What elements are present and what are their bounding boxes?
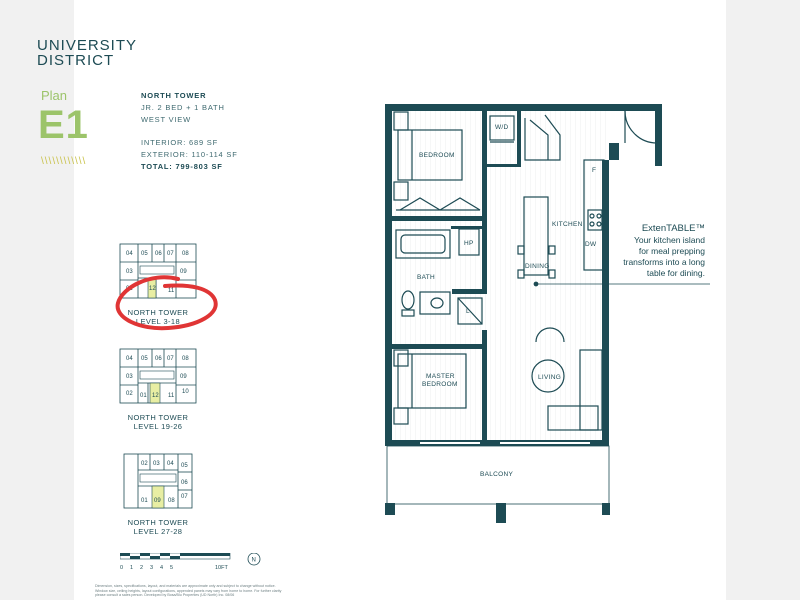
scale-label: 5 [170,565,173,571]
disclaimer-line-3: please consult a sales person. Developed… [95,593,235,597]
kp1-unit: 03 [126,269,133,275]
label-balcony: BALCONY [480,471,514,478]
kp3-unit: 09 [154,498,161,504]
kp2-unit: 02 [126,391,133,397]
kp2-unit: 09 [180,374,187,380]
label-fridge: F [592,167,596,174]
label-wd: W/D [495,124,509,131]
callout-title: ExtenTABLE™ [641,223,705,234]
spec-interior: INTERIOR: 689 SF [141,138,218,147]
kp1-unit: 05 [141,251,148,257]
kp2-unit: 05 [141,356,148,362]
spec-total: TOTAL: 799-803 SF [141,162,223,171]
label-dining: DINING [525,263,550,270]
scale-bar: 0 1 2 3 4 5 10FT N [120,553,261,571]
kp2-unit: 06 [155,356,162,362]
label-hp: HP [464,240,474,247]
keyplan-2-tower: NORTH TOWER [127,413,189,422]
kp3-unit: 08 [168,498,175,504]
label-master-1: MASTER [426,373,455,380]
north-arrow-icon [247,553,261,566]
kp2-unit: 12 [152,393,159,399]
plan-tick-marks: \\\\\\\\\\\\ [41,156,87,167]
kp3-unit: 01 [141,498,148,504]
callout-anchor-dot [533,281,539,287]
callout-line-1: Your kitchen island [633,235,705,245]
keyplan-level-27-28: 02 03 04 05 06 07 01 09 08 [123,453,193,509]
disclaimer-line-1: Dimension, sizes, specifications, layout… [95,584,276,588]
spec-tower: NORTH TOWER [141,91,207,100]
kp2-unit: 11 [168,393,175,399]
kp2-unit: 01 [140,393,147,399]
kp2-unit: 04 [126,356,133,362]
kp2-unit: 10 [182,389,189,395]
north-label: N [252,558,256,564]
scale-label: 2 [140,565,143,571]
label-bedroom: BEDROOM [419,152,455,159]
keyplan-highlight-unit [149,382,161,404]
disclaimer-line-2: Window size, ceiling heights, layout con… [95,588,282,593]
keyplan-2-level: LEVEL 19-26 [133,422,183,431]
keyplan-3-tower: NORTH TOWER [127,518,189,527]
kp3-unit: 03 [153,461,160,467]
label-kitchen: KITCHEN [552,221,583,228]
keyplan-highlight-unit [151,485,165,509]
spec-view: WEST VIEW [141,115,191,124]
kp3-unit: 07 [181,494,188,500]
keyplan-3-label: NORTH TOWER LEVEL 27-28 [108,518,208,536]
spec-type: JR. 2 BED + 1 BATH [141,103,225,112]
brand-logo: UNIVERSITY DISTRICT [37,38,137,68]
kp2-unit: 08 [182,356,189,362]
scale-label: 4 [160,565,163,571]
brand-line-1: UNIVERSITY [37,37,138,54]
plan-label: Plan [41,88,68,103]
kp1-unit: 09 [180,269,187,275]
bed [397,129,463,181]
spec-exterior: EXTERIOR: 110-114 SF [141,150,238,159]
label-dishwasher: DW [585,241,597,248]
scale-label: 0 [120,565,123,571]
label-bath: BATH [417,274,435,281]
kp3-unit: 04 [167,461,174,467]
callout-line-3: transforms into a long [623,257,705,267]
kp2-unit: 07 [167,356,174,362]
label-living: LIVING [538,374,561,381]
disclaimer: Dimension, sizes, specifications, layout… [95,584,335,598]
kp2-unit: 03 [126,374,133,380]
brand-line-2: DISTRICT [37,52,115,69]
callout-line-2: for meal prepping [638,246,705,256]
scale-end-label: 10FT [215,565,228,571]
kp1-unit: 07 [167,251,174,257]
callout-line-4: table for dining. [646,268,705,278]
exterior-walls [385,104,662,446]
kp1-unit: 08 [182,251,189,257]
unit-specs: NORTH TOWER JR. 2 BED + 1 BATH WEST VIEW… [141,90,238,173]
kp1-unit: 04 [126,251,133,257]
label-linen: L [466,308,470,315]
scale-label: 3 [150,565,153,571]
keyplan-3-level: LEVEL 27-28 [133,527,183,536]
balcony [385,445,610,523]
kp1-unit: 06 [155,251,162,257]
interior-walls [392,111,521,440]
kp3-unit: 06 [181,480,188,486]
keyplan-2-label: NORTH TOWER LEVEL 19-26 [108,413,208,431]
plan-code: E1 [38,103,89,147]
kp3-unit: 02 [141,461,148,467]
keyplan-level-19-26: 04 05 06 07 08 03 09 02 01 12 11 10 [119,348,197,404]
kp3-unit: 05 [181,463,188,469]
extentable-callout: ExtenTABLE™ Your kitchen island for meal… [565,223,705,279]
scale-label: 1 [130,565,133,571]
label-master-2: BEDROOM [422,381,458,388]
